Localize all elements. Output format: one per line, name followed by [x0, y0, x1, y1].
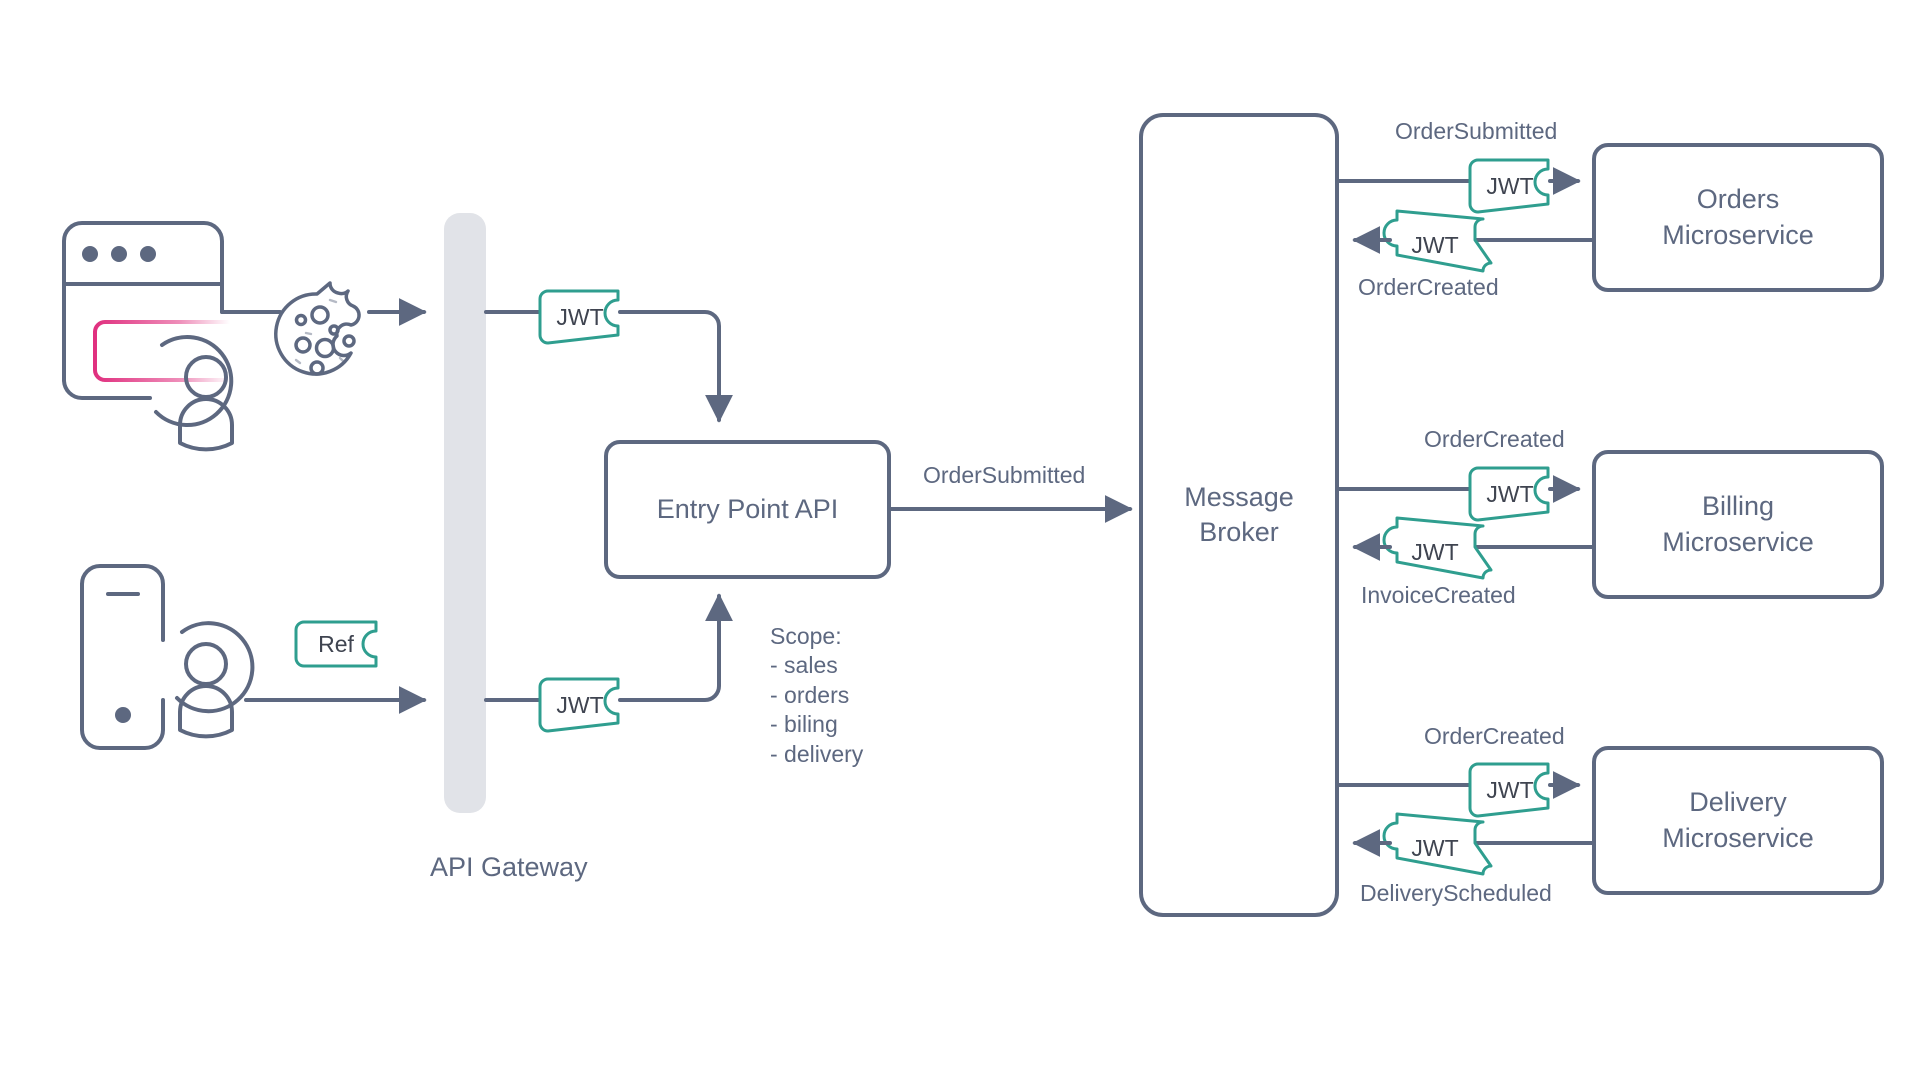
message-broker-label: Message Broker	[1141, 115, 1337, 915]
jwt-label-billing-in: JWT	[1486, 480, 1534, 507]
api-gateway-label: API Gateway	[430, 852, 588, 882]
cookie-icon	[274, 281, 361, 376]
billing-outbound-event-label: InvoiceCreated	[1361, 582, 1516, 608]
edge-jwt-bottom-to-entry	[618, 593, 733, 702]
scope-item-biling: - biling	[770, 711, 838, 738]
jwt-token-orders-in	[1468, 158, 1550, 214]
orders-inbound-event-label: OrderSubmitted	[1395, 118, 1558, 144]
mobile-user-avatar-icon	[175, 621, 255, 739]
orders-outbound-event-label: OrderCreated	[1358, 274, 1499, 300]
billing-inbound-event-label: OrderCreated	[1424, 426, 1565, 452]
jwt-label-top: JWT	[556, 303, 604, 330]
jwt-token-delivery-out	[1382, 812, 1493, 876]
billing-microservice-line2: Microservice	[1662, 526, 1814, 557]
browser-input-field	[93, 320, 232, 382]
jwt-label-bottom: JWT	[556, 691, 604, 718]
billing-microservice-label: Billing Microservice	[1594, 452, 1882, 597]
message-broker-label-line2: Broker	[1199, 517, 1279, 547]
scope-heading: Scope:	[770, 623, 842, 649]
delivery-outbound-event-label: DeliveryScheduled	[1360, 880, 1552, 906]
jwt-token-billing-out	[1382, 516, 1493, 580]
billing-microservice-line1: Billing	[1701, 491, 1775, 522]
mobile-home-button	[115, 707, 131, 723]
orders-microservice-line1: Orders	[1696, 184, 1780, 215]
browser-user-avatar-icon	[154, 335, 234, 452]
jwt-token-top	[538, 289, 620, 345]
jwt-token-bottom	[538, 677, 620, 733]
billing-microservice-box	[1592, 450, 1884, 599]
delivery-microservice-line2: Microservice	[1662, 822, 1814, 853]
delivery-microservice-line1: Delivery	[1689, 787, 1787, 818]
order-submitted-edge-label: OrderSubmitted	[923, 462, 1086, 488]
jwt-label-delivery-out: JWT	[1411, 834, 1459, 861]
delivery-microservice-box	[1592, 746, 1884, 895]
message-broker-box	[1139, 113, 1339, 917]
browser-window-icon	[62, 221, 224, 400]
ref-label: Ref	[318, 630, 354, 657]
mobile-phone-icon	[80, 564, 165, 750]
orders-microservice-label: Orders Microservice	[1594, 145, 1882, 290]
api-gateway-bar	[444, 213, 486, 813]
browser-dots	[82, 246, 156, 262]
scope-item-delivery: - delivery	[770, 740, 864, 767]
orders-microservice-box	[1592, 143, 1884, 292]
scope-item-orders: - orders	[770, 681, 850, 708]
orders-microservice-line2: Microservice	[1662, 219, 1814, 250]
message-broker-label-line1: Message	[1184, 481, 1294, 512]
edge-jwt-top-to-entry	[618, 310, 733, 423]
scope-item-sales: - sales	[770, 652, 838, 679]
jwt-token-orders-out	[1382, 209, 1493, 273]
jwt-token-delivery-in	[1468, 762, 1550, 818]
delivery-microservice-label: Delivery Microservice	[1594, 748, 1882, 893]
jwt-label-orders-out: JWT	[1411, 231, 1459, 258]
jwt-label-delivery-in: JWT	[1486, 776, 1534, 803]
ref-token-badge	[294, 620, 378, 668]
delivery-inbound-event-label: OrderCreated	[1424, 723, 1565, 749]
jwt-label-orders-in: JWT	[1486, 172, 1534, 199]
scope-block: Scope: - sales - orders - biling - deliv…	[770, 622, 863, 769]
entry-point-api-label: Entry Point API	[656, 493, 839, 524]
jwt-label-billing-out: JWT	[1411, 538, 1459, 565]
jwt-token-billing-in	[1468, 466, 1550, 522]
